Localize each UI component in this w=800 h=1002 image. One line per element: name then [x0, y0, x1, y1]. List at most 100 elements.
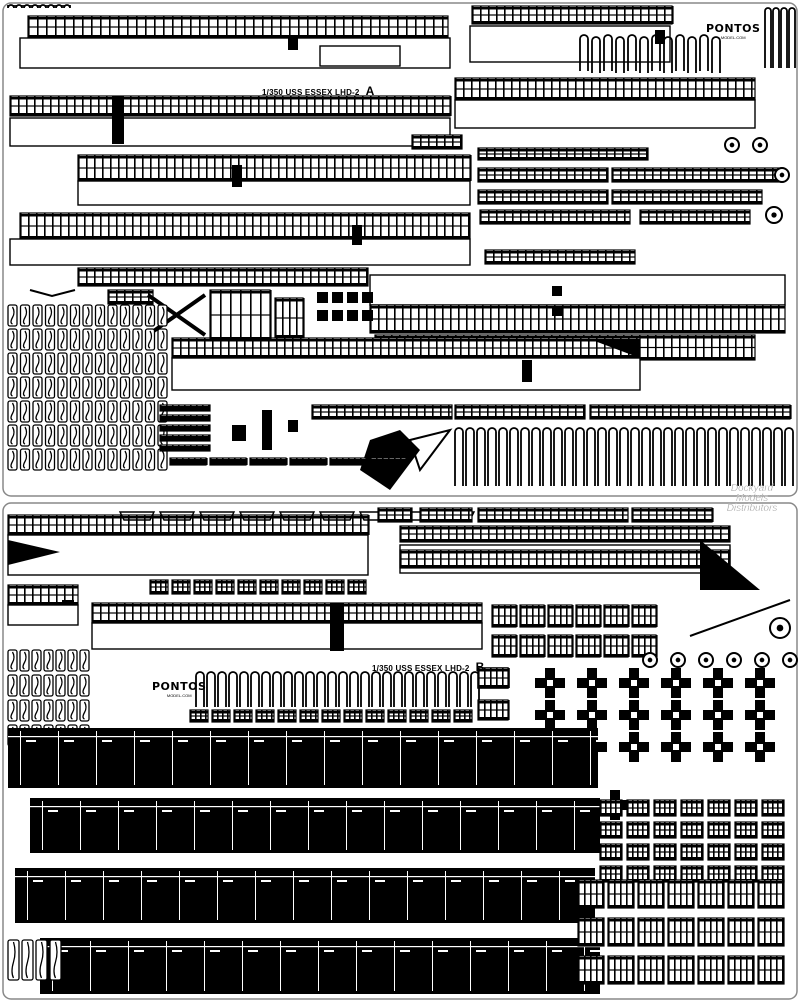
- ladder-rung: [72, 330, 78, 349]
- railing-post: [638, 148, 640, 160]
- railing-post: [544, 605, 546, 627]
- railing-part: [303, 579, 323, 595]
- railing-post: [632, 550, 634, 568]
- railing-post: [262, 268, 264, 286]
- u-railing-part: [47, 4, 55, 9]
- railing-post: [644, 956, 646, 984]
- railing-post: [660, 168, 662, 182]
- ladder-outline: [55, 649, 66, 672]
- hull-side-fill: [40, 938, 600, 994]
- ladder-rung: [35, 378, 40, 397]
- railing-post: [566, 635, 568, 657]
- railing-part: [249, 457, 288, 466]
- railing-post: [190, 155, 192, 181]
- railing-post: [684, 168, 686, 182]
- ladder-rung: [97, 378, 103, 397]
- railing-post: [528, 210, 530, 224]
- railing-post: [574, 190, 576, 204]
- railing-post: [308, 338, 310, 358]
- railing-post: [648, 6, 650, 24]
- railing-bottom-bar: [150, 591, 168, 594]
- solid-part: [347, 310, 358, 321]
- railing-post: [560, 550, 562, 568]
- railing-post: [287, 580, 289, 594]
- railing-post: [567, 78, 569, 100]
- hull-side-window: [565, 880, 575, 882]
- railing-post: [486, 508, 488, 522]
- railing-part: [639, 209, 751, 225]
- hull-side-window: [337, 880, 347, 882]
- railing-post: [102, 268, 104, 286]
- railing-bottom-bar: [455, 97, 755, 100]
- railing-post: [134, 155, 136, 181]
- railing-post: [332, 710, 334, 722]
- ladder-outline: [44, 424, 56, 447]
- railing-post: [496, 526, 498, 542]
- railing-post: [396, 338, 398, 358]
- railing-top-bar: [478, 509, 628, 512]
- ladder-rung: [85, 450, 90, 469]
- railing-post: [560, 6, 562, 24]
- ladder-outline: [67, 649, 78, 672]
- railing-post: [324, 213, 326, 239]
- ladder-part: [19, 649, 30, 672]
- railing-post: [623, 78, 625, 100]
- ladder-part: [43, 674, 54, 697]
- hull-side-divider: [217, 871, 218, 920]
- solid-part: [262, 410, 272, 450]
- ladder-part: [32, 448, 43, 471]
- ladder-part: [132, 424, 143, 447]
- ladder-outline: [19, 400, 31, 423]
- railing-post: [116, 290, 118, 304]
- railing-post: [644, 880, 646, 908]
- railing-post: [180, 213, 182, 239]
- ladder-outline: [57, 328, 68, 351]
- ladder-part: [19, 424, 31, 447]
- railing-top-bar: [485, 251, 635, 254]
- railing-post: [620, 800, 622, 816]
- railing-post: [496, 6, 498, 24]
- railing-post: [674, 956, 676, 984]
- railing-post: [418, 96, 420, 116]
- round-part-hub: [771, 212, 777, 218]
- railing-post: [250, 96, 252, 116]
- ladder-rung: [85, 426, 90, 445]
- railing-post: [252, 338, 254, 358]
- ladder-rung: [10, 354, 15, 373]
- ladder-part: [19, 376, 31, 399]
- railing-post: [348, 458, 350, 465]
- railing-part: [149, 579, 169, 595]
- railing-post: [305, 710, 307, 722]
- railing-post: [176, 458, 178, 465]
- railing-post: [92, 603, 94, 623]
- railing-post: [636, 190, 638, 204]
- railing-post: [16, 515, 18, 535]
- railing-post: [310, 710, 312, 722]
- hull-side-divider: [27, 871, 28, 920]
- ladder-outline: [119, 448, 131, 471]
- railing-top-bar: [370, 306, 785, 309]
- railing-post: [722, 305, 724, 333]
- railing-post: [552, 210, 554, 224]
- railing-post: [512, 526, 514, 542]
- railing-post: [504, 605, 506, 627]
- round-part-hub: [779, 172, 785, 178]
- u-railing-part: [283, 671, 293, 707]
- ladder-outline: [32, 352, 43, 375]
- railing-post: [354, 710, 356, 722]
- railing-post: [624, 526, 626, 542]
- railing-post: [408, 526, 410, 542]
- cross-part: [703, 700, 733, 730]
- hull-side-divider: [270, 801, 271, 850]
- hull-side-window: [172, 950, 182, 952]
- railing-post: [718, 822, 720, 838]
- ladder-outline: [94, 304, 106, 327]
- ladder-outline: [119, 304, 131, 327]
- ladder-outline: [132, 304, 143, 327]
- railing-post: [72, 585, 74, 605]
- railing-part: [727, 917, 755, 947]
- railing-post: [126, 268, 128, 286]
- railing-bottom-bar: [410, 719, 428, 722]
- fret-b-title-text: 1/350 USS ESSEX LHD-2: [372, 664, 470, 673]
- railing-post: [16, 585, 18, 605]
